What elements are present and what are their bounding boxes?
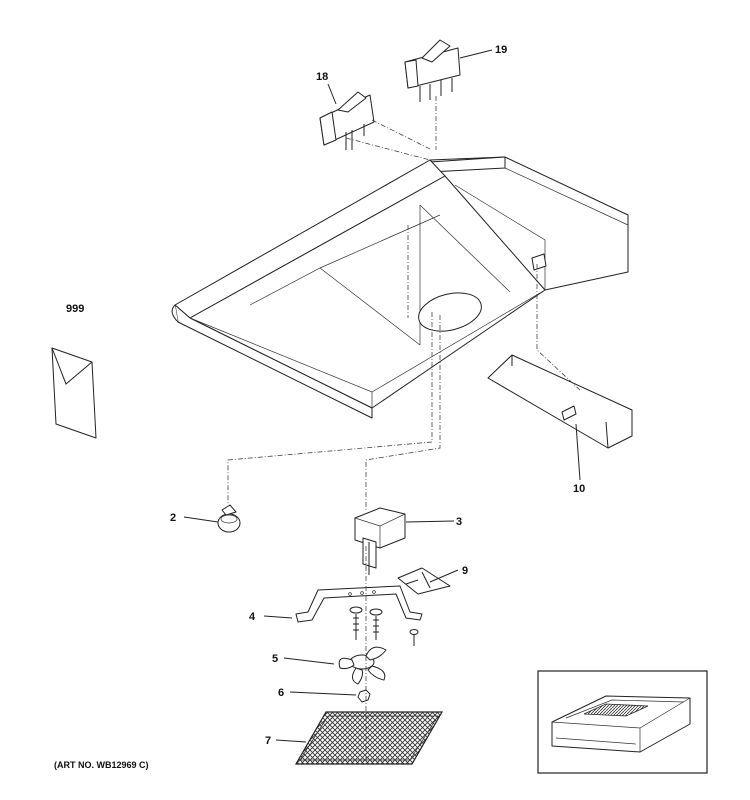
switch-part-19 xyxy=(404,39,461,102)
bracket-part-9 xyxy=(397,567,451,595)
leader-lines xyxy=(183,49,581,743)
callout-5: 5 xyxy=(272,653,278,665)
callout-2: 2 xyxy=(170,512,176,524)
grease-filter-part-7 xyxy=(294,711,444,765)
callout-3: 3 xyxy=(456,516,462,528)
lens-part-10 xyxy=(487,354,633,449)
assembled-view-inset xyxy=(537,670,708,774)
callout-4: 4 xyxy=(249,611,256,623)
callout-10: 10 xyxy=(573,483,585,495)
callout-9: 9 xyxy=(462,565,468,577)
mounting-strap-part-4 xyxy=(295,585,423,646)
motor-part-3 xyxy=(354,507,406,575)
callout-19: 19 xyxy=(495,44,507,56)
callout-18: 18 xyxy=(316,71,328,83)
nut-part-6 xyxy=(357,689,371,703)
switch-part-18 xyxy=(319,91,375,150)
literature-part-999 xyxy=(51,347,97,439)
range-hood-body xyxy=(171,156,629,419)
callout-6: 6 xyxy=(278,687,284,699)
lamp-socket-part-2 xyxy=(217,504,241,533)
callout-999: 999 xyxy=(66,303,84,315)
assembly-lines xyxy=(227,96,581,764)
callout-7: 7 xyxy=(265,735,271,747)
fan-blade-part-5 xyxy=(338,646,387,685)
art-number: (ART NO. WB12969 C) xyxy=(54,760,149,770)
